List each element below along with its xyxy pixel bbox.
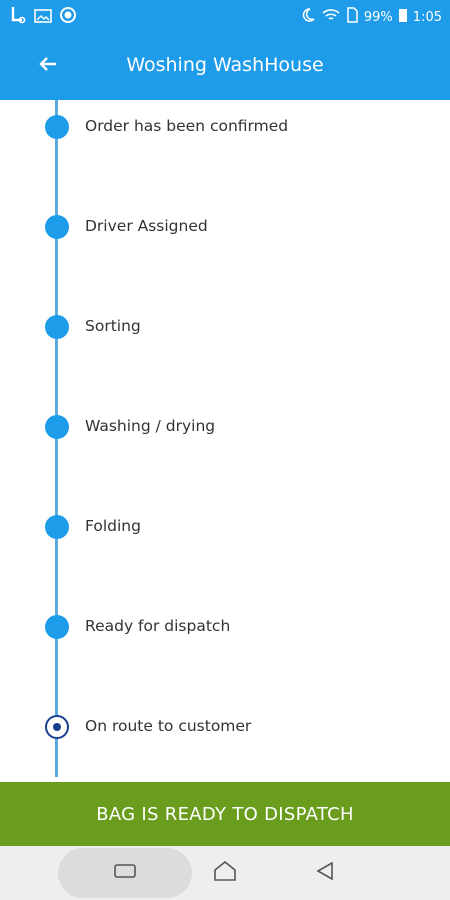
step-done-dot (45, 315, 69, 339)
recent-apps-icon (114, 863, 136, 883)
recent-apps-button[interactable] (110, 858, 140, 888)
step-label: On route to customer (85, 717, 252, 735)
record-icon (60, 7, 76, 27)
step-done-dot (45, 215, 69, 239)
battery-icon (398, 8, 407, 26)
wifi-icon (322, 8, 340, 26)
step-done-dot (45, 515, 69, 539)
battery-text: 99% (363, 9, 393, 25)
order-timeline: Order has been confirmed Driver Assigned… (0, 100, 450, 782)
dispatch-button[interactable]: BAG IS READY TO DISPATCH (0, 782, 450, 846)
app-l-icon (10, 6, 26, 28)
step-label: Washing / drying (85, 417, 216, 435)
step-label: Sorting (85, 317, 141, 335)
step-done-dot (45, 415, 69, 439)
gallery-icon (34, 8, 52, 27)
back-triangle-icon (316, 861, 334, 885)
timeline-step-ready-for-dispatch: Ready for dispatch (0, 615, 450, 655)
clock: 1:05 (412, 9, 442, 25)
step-done-dot (45, 615, 69, 639)
home-button[interactable] (210, 858, 240, 888)
step-done-dot (45, 115, 69, 139)
step-current-dot (45, 715, 69, 739)
recent-apps-highlight (58, 848, 192, 898)
page-title: Woshing WashHouse (126, 54, 324, 76)
arrow-left-icon (38, 54, 58, 78)
timeline-step-driver-assigned: Driver Assigned (0, 215, 450, 255)
step-label: Folding (85, 517, 141, 535)
timeline-step-sorting: Sorting (0, 315, 450, 355)
timeline-step-folding: Folding (0, 515, 450, 555)
status-bar: 99% 1:05 (0, 0, 450, 32)
timeline-step-order-confirmed: Order has been confirmed (0, 115, 450, 155)
step-label: Driver Assigned (85, 217, 208, 235)
back-button[interactable] (34, 52, 62, 80)
step-label: Order has been confirmed (85, 117, 289, 135)
home-icon (213, 860, 237, 886)
moon-icon (300, 7, 316, 27)
sd-card-icon (346, 7, 358, 27)
app-bar: Woshing WashHouse (0, 32, 450, 100)
system-back-button[interactable] (310, 858, 340, 888)
system-nav-bar (0, 846, 450, 900)
step-label: Ready for dispatch (85, 617, 231, 635)
timeline-step-on-route: On route to customer (0, 715, 450, 755)
timeline-step-washing-drying: Washing / drying (0, 415, 450, 455)
